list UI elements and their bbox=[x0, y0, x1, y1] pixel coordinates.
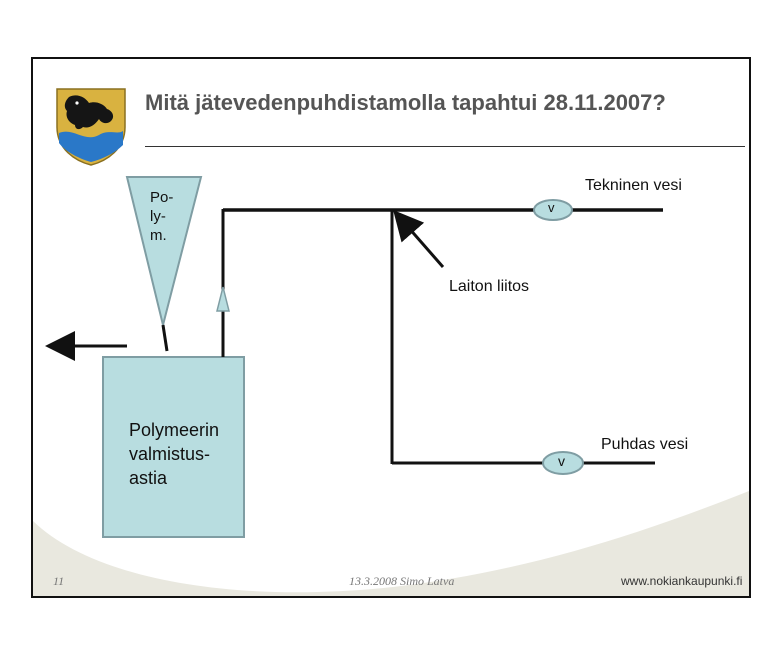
polymer-label-line1: Po- bbox=[150, 189, 174, 206]
valve-technical-water bbox=[533, 199, 573, 221]
valve-bottom-label: v bbox=[558, 453, 565, 469]
title-underline bbox=[145, 146, 745, 147]
tank-label-line2: valmistus- bbox=[129, 444, 211, 464]
valve-clean-water bbox=[542, 451, 584, 475]
polymer-label: Po- ly- m. bbox=[150, 188, 173, 245]
polymer-label-line2: ly- bbox=[150, 208, 166, 225]
label-technical-water: Tekninen vesi bbox=[585, 177, 682, 194]
footer-wave bbox=[33, 491, 749, 596]
slide: Mitä jätevedenpuhdistamolla tapahtui 28.… bbox=[31, 57, 751, 598]
slide-title: Mitä jätevedenpuhdistamolla tapahtui 28.… bbox=[145, 90, 666, 115]
tank-label-line3: astia bbox=[129, 468, 168, 488]
footer-date-author: 13.3.2008 Simo Latva bbox=[349, 574, 455, 588]
illegal-connection-pointer bbox=[393, 209, 445, 268]
tank-label: Polymeerin valmistus- astia bbox=[129, 418, 219, 490]
polymer-label-line3: m. bbox=[150, 227, 167, 244]
funnel-outlet bbox=[161, 324, 169, 352]
footer-page-number: 11 bbox=[53, 574, 65, 588]
valve-top-label: v bbox=[548, 200, 555, 215]
polymer-funnel bbox=[125, 176, 203, 326]
label-clean-water: Puhdas vesi bbox=[601, 436, 689, 453]
flow-direction-arrow bbox=[216, 286, 230, 312]
tank-label-line1: Polymeerin bbox=[129, 420, 220, 440]
town-crest-icon bbox=[56, 88, 126, 166]
polymer-tank bbox=[102, 356, 245, 538]
label-illegal-connection: Laiton liitos bbox=[449, 278, 530, 295]
process-diagram bbox=[45, 176, 663, 538]
footer-website-link[interactable]: www.nokiankaupunki.fi bbox=[621, 574, 743, 588]
